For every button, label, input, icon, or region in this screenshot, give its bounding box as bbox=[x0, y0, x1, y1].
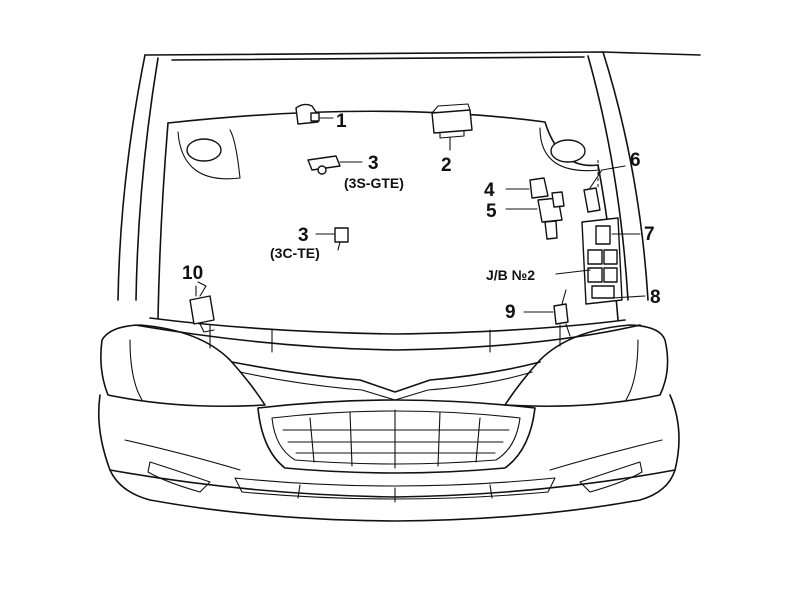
callout-2-label: 2 bbox=[441, 155, 452, 176]
front-bumper bbox=[97, 394, 680, 498]
component-3-3s-gte: 3 (3S-GTE) bbox=[307, 153, 404, 191]
junction-block-no2: 7 J/B №2 bbox=[486, 217, 655, 305]
front-body bbox=[97, 324, 680, 522]
engine-bay-outline bbox=[157, 110, 619, 321]
callout-9-label: 9 bbox=[505, 302, 516, 323]
component-4: 4 bbox=[484, 177, 549, 201]
component-6: 6 bbox=[583, 150, 641, 213]
right-strut-tower bbox=[550, 139, 586, 163]
raised-hood bbox=[117, 51, 701, 301]
jb-no2-label: J/B №2 bbox=[486, 267, 535, 283]
callout-8-label: 8 bbox=[650, 287, 661, 308]
callout-7-label: 7 bbox=[644, 224, 655, 245]
component-3-3c-te: 3 (3C-TE) bbox=[270, 225, 349, 261]
callout-10-label: 10 bbox=[182, 263, 203, 284]
callout-3-label: 3 bbox=[368, 153, 379, 174]
callout-6-label: 6 bbox=[630, 150, 641, 171]
callout-3b-label: 3 bbox=[298, 225, 309, 246]
callout-5-label: 5 bbox=[486, 201, 497, 222]
component-5: 5 bbox=[486, 191, 565, 240]
callout-4-label: 4 bbox=[484, 180, 495, 201]
component-9: 9 bbox=[505, 289, 571, 337]
grille bbox=[257, 399, 536, 474]
component-10: 10 bbox=[182, 263, 215, 333]
left-strut-tower bbox=[186, 138, 222, 162]
component-2: 2 bbox=[431, 103, 473, 176]
callout-3-engine-note: (3S-GTE) bbox=[344, 175, 404, 191]
component-8: 8 bbox=[611, 287, 661, 308]
component-1: 1 bbox=[295, 103, 347, 132]
callout-3b-engine-note: (3C-TE) bbox=[270, 245, 320, 261]
callout-1-label: 1 bbox=[336, 111, 347, 132]
left-headlamp bbox=[100, 324, 266, 408]
right-headlamp bbox=[504, 324, 669, 408]
